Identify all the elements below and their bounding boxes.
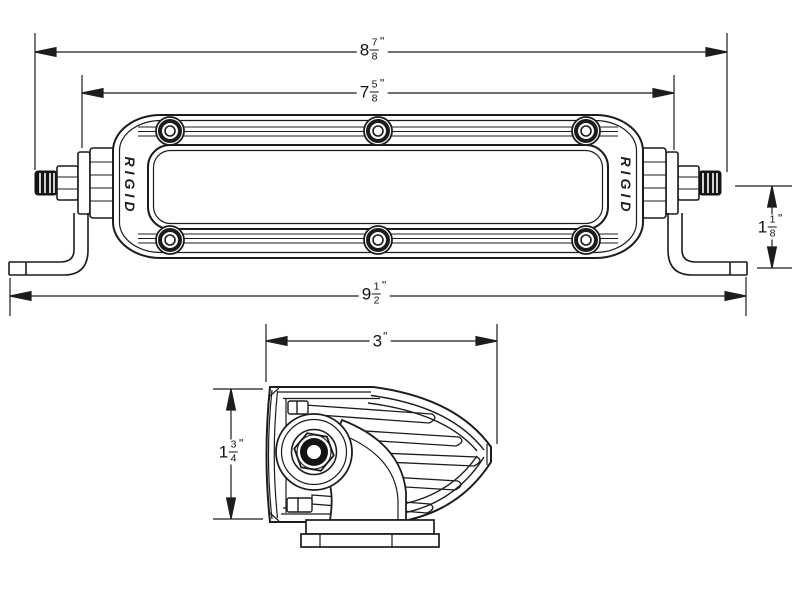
dim-fraction-denominator: 8 [371,50,378,63]
pivot-knuckle [275,413,353,491]
threaded-stud-left [34,147,116,219]
dim-fraction-denominator: 8 [769,227,776,240]
dim-unit: " [382,278,387,293]
housing-screws [155,116,601,255]
dim-overall-with-studs-label: 8 7 8 " [356,34,388,63]
mounting-bracket-right [667,213,748,276]
brand-logo-right: RIGID [618,156,634,216]
dim-fraction: 1 2 [372,281,382,307]
screw-icon [571,225,601,255]
dim-unit: " [380,34,385,49]
dim-whole: 1 [757,217,768,237]
arrowheads-body-width [81,87,675,99]
dim-fraction-denominator: 4 [230,452,237,465]
threaded-stud-right [640,147,722,219]
arrowheads-overall-brackets [9,290,747,302]
dim-overall-with-brackets-label: 9 1 2 " [358,278,390,307]
dim-fraction: 7 8 [370,37,380,63]
dim-depth-label: 3 " [369,329,391,351]
screw-icon [363,225,393,255]
arrowheads-mount-height [766,185,778,269]
dim-fraction-denominator: 8 [371,92,378,105]
side-view [265,386,492,548]
front-view [8,114,748,276]
screw-icon [571,116,601,146]
dim-whole: 8 [359,40,370,60]
arrowheads-side-height [225,388,237,520]
dim-unit: " [778,211,783,226]
extension-lines-body-width [81,75,675,150]
dim-fraction-numerator: 5 [370,79,380,93]
arrowheads-depth [265,335,498,347]
dim-fraction: 5 8 [370,79,380,105]
screw-icon [363,116,393,146]
dim-fraction-numerator: 1 [372,281,382,295]
lens [152,149,604,225]
dim-body-width-label: 7 5 8 " [356,76,388,105]
pivot-bracket-seam [349,437,399,520]
heatsink-fins [304,404,481,514]
dim-whole: 9 [361,284,372,304]
dim-whole: 7 [359,82,370,102]
dim-whole: 3 [372,331,383,351]
extension-lines-side-height [213,388,263,520]
dim-side-height-label: 1 3 4 " [215,436,247,465]
dim-fraction: 3 4 [229,439,239,465]
screw-icon [155,116,185,146]
brand-logo-left: RIGID [122,156,138,216]
dim-mount-height-label: 1 1 8 " [754,211,786,240]
dim-unit: " [383,329,388,344]
arrowheads-overall-studs [34,46,728,58]
mounting-foot [300,519,440,548]
mounting-bracket-left [8,213,89,276]
dim-fraction-denominator: 2 [373,294,380,307]
dim-whole: 1 [218,442,229,462]
dim-unit: " [380,76,385,91]
dim-fraction: 1 8 [768,214,778,240]
dim-fraction-numerator: 1 [768,214,778,228]
extension-lines-overall-studs [34,33,728,172]
dim-fraction-numerator: 3 [229,439,239,453]
fin-bosses [286,400,313,513]
lens-bezel [147,144,609,230]
dim-unit: " [239,436,244,451]
screw-icon [155,225,185,255]
extension-lines-mount-height [735,185,792,269]
extension-lines-depth [265,324,498,444]
dim-fraction-numerator: 7 [370,37,380,51]
